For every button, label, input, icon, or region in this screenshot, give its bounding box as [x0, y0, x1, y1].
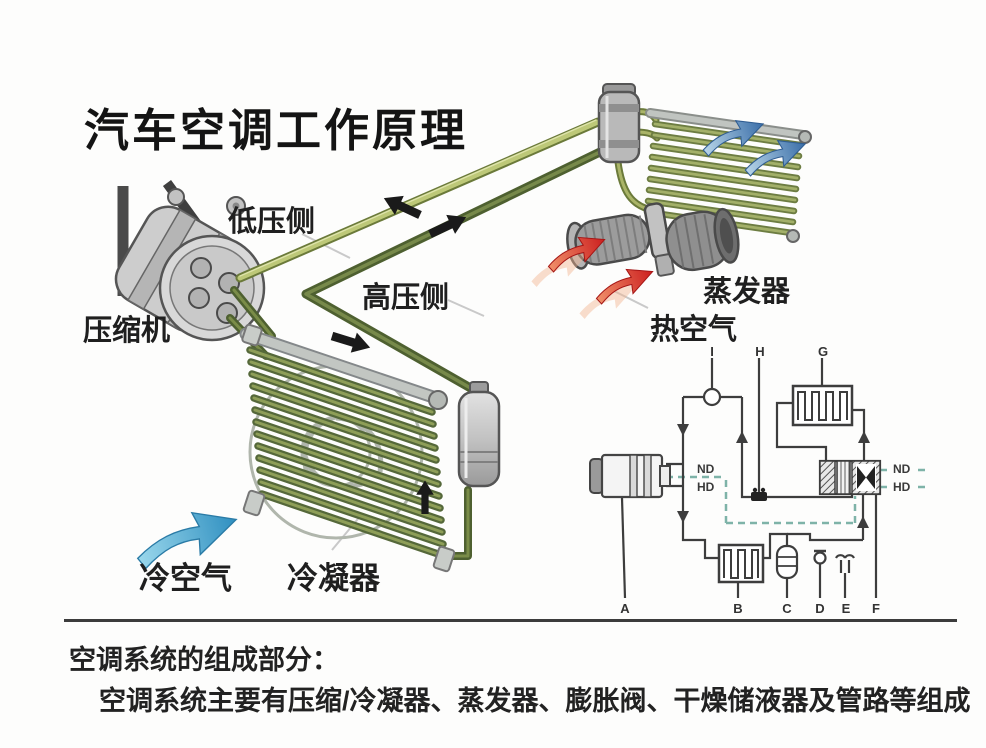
- schematic-letter-a: A: [620, 601, 630, 616]
- nd-label-left: ND: [697, 462, 715, 476]
- page-title: 汽车空调工作原理: [84, 105, 469, 156]
- sight-glass-symbol: [702, 387, 722, 407]
- footer-divider: [64, 619, 957, 622]
- schematic-valve-d: [813, 549, 827, 573]
- schematic-coil-g: [791, 384, 854, 427]
- schematic-letter-h: H: [755, 344, 764, 359]
- compressor-illustration: [114, 180, 266, 342]
- schematic-receiver-c: [775, 544, 799, 580]
- schematic-letter-b: B: [733, 601, 742, 616]
- schematic-dashed-line: [606, 468, 928, 525]
- schematic-letter-c: C: [782, 601, 792, 616]
- label-compressor: 压缩机: [83, 315, 171, 347]
- label-low-pressure-side: 低压侧: [228, 206, 316, 238]
- schematic-letter-e: E: [842, 601, 851, 616]
- schematic-diagram: I H G A B C D E F ND HD ND HD: [589, 344, 928, 616]
- label-condenser: 冷凝器: [287, 561, 380, 596]
- schematic-circuit-lines: [620, 358, 878, 599]
- receiver-drier: [457, 381, 501, 488]
- schematic-arrows: [677, 424, 870, 528]
- hd-label-left: HD: [697, 480, 715, 494]
- schematic-letter-d: D: [815, 601, 824, 616]
- label-high-pressure-side: 高压侧: [362, 282, 450, 314]
- label-hot-air: 热空气: [650, 314, 738, 346]
- nd-label-right: ND: [893, 462, 911, 476]
- label-evaporator: 蒸发器: [703, 276, 791, 308]
- schematic-coil-b: [717, 543, 765, 584]
- footer-body: 空调系统主要有压缩/冷凝器、蒸发器、膨胀阀、干燥储液器及管路等组成: [99, 686, 971, 716]
- schematic-evaporator-unit-f: [818, 459, 882, 496]
- condenser-coil: [239, 323, 456, 573]
- h-valve-symbol: [751, 487, 767, 501]
- schematic-letter-g: G: [818, 344, 828, 359]
- hd-label-right: HD: [893, 480, 911, 494]
- label-cold-air: 冷空气: [139, 561, 232, 596]
- footer-heading: 空调系统的组成部分：: [69, 645, 339, 675]
- expansion-valve: [597, 83, 641, 164]
- schematic-letter-i: I: [710, 344, 714, 359]
- schematic-valve-e: [835, 554, 855, 573]
- schematic-compressor: [589, 453, 671, 499]
- schematic-letter-f: F: [872, 601, 880, 616]
